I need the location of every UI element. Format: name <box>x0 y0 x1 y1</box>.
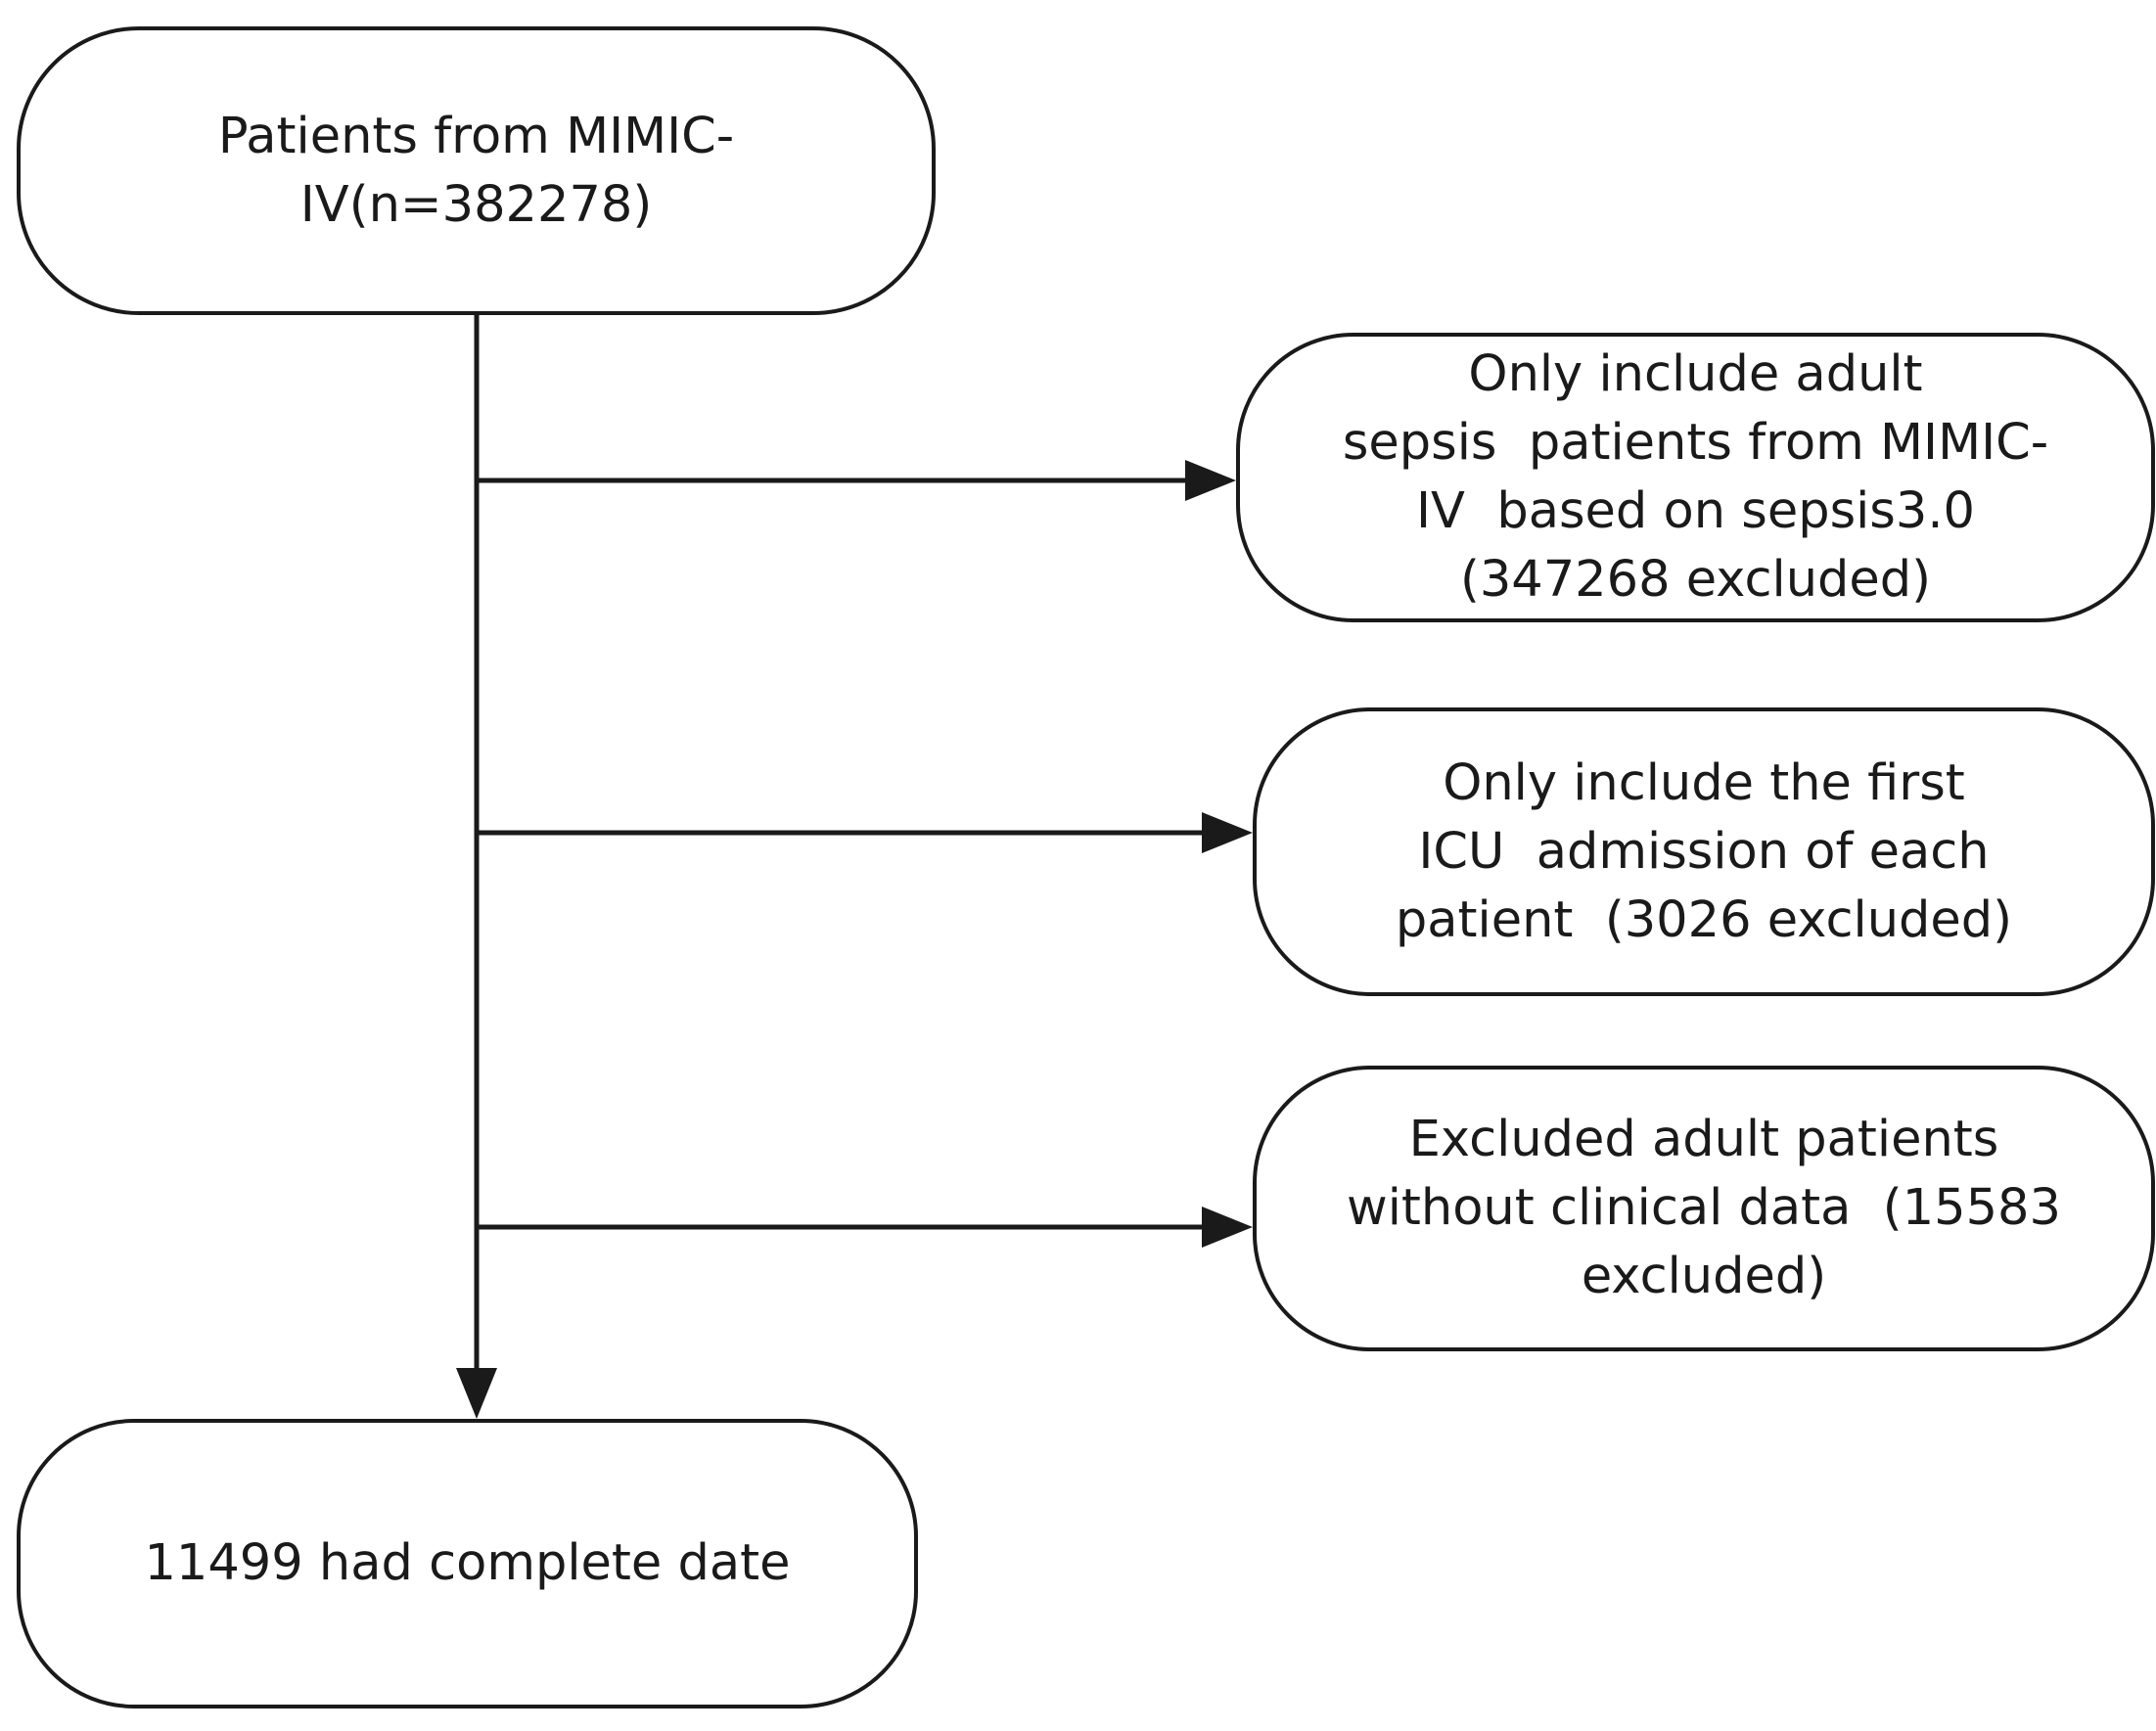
end-node: 11499 had complete date <box>17 1419 918 1708</box>
exclusion-node-1-line: (347268 excluded) <box>1459 551 1932 609</box>
main-trunk-arrowhead <box>456 1368 497 1419</box>
exclusion-node-2-line: Only include the first <box>1443 753 1965 812</box>
branch-arrowhead-2 <box>1202 812 1253 853</box>
exclusion-node-3-line: Excluded adult patients <box>1408 1111 1999 1168</box>
exclusion-node-3-line: excluded) <box>1581 1248 1827 1305</box>
exclusion-node-1: Only include adult sepsis patients from … <box>1236 333 2155 622</box>
start-node-line: Patients from MIMIC- <box>217 107 735 165</box>
exclusion-node-2: Only include the first ICU admission of … <box>1253 707 2155 996</box>
end-node-line: 11499 had complete date <box>144 1534 791 1592</box>
branch-arrowhead-3 <box>1202 1207 1253 1248</box>
exclusion-node-2-line: ICU admission of each <box>1418 822 1990 881</box>
start-node-line: IV(n=382278) <box>299 175 653 234</box>
branch-arrowhead-1 <box>1185 460 1236 501</box>
exclusion-node-3: Excluded adult patients without clinical… <box>1253 1066 2155 1351</box>
exclusion-node-1-line: sepsis patients from MIMIC- <box>1342 414 2049 472</box>
start-node: Patients from MIMIC- IV(n=382278) <box>17 26 936 315</box>
exclusion-node-3-line: without clinical data (15583 <box>1347 1179 2061 1237</box>
exclusion-node-1-line: IV based on sepsis3.0 <box>1416 482 1975 540</box>
exclusion-node-1-line: Only include adult <box>1468 345 1923 403</box>
exclusion-node-2-line: patient (3026 excluded) <box>1395 890 2013 949</box>
